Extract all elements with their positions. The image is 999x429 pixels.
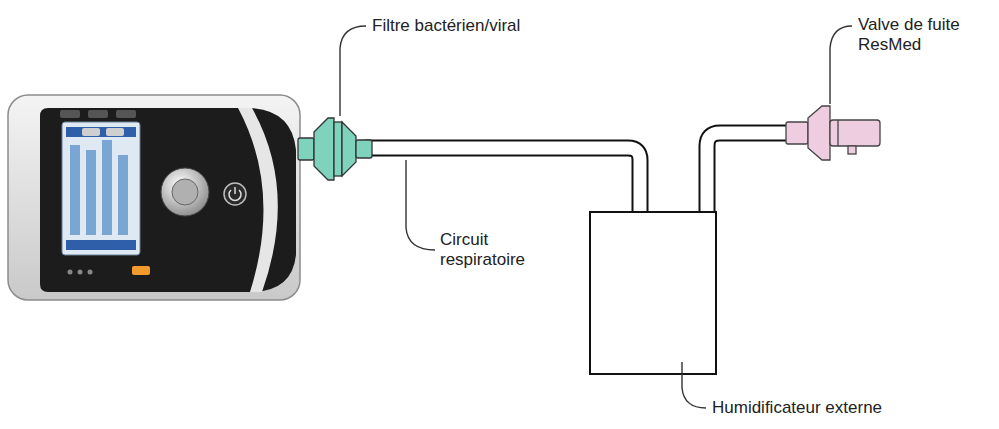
part-label: Filtre bactérien/viral	[372, 16, 520, 36]
filter	[298, 118, 372, 180]
ventilator	[8, 95, 300, 300]
leak-valve	[786, 106, 880, 160]
part-label: Humidificateur externe	[712, 398, 882, 418]
humidifier	[590, 212, 716, 374]
breathing-tube	[365, 133, 792, 214]
part-label: Valve de fuite ResMed	[858, 15, 986, 55]
part-label: Circuit respiratoire	[440, 230, 552, 270]
leader-line	[340, 26, 852, 408]
